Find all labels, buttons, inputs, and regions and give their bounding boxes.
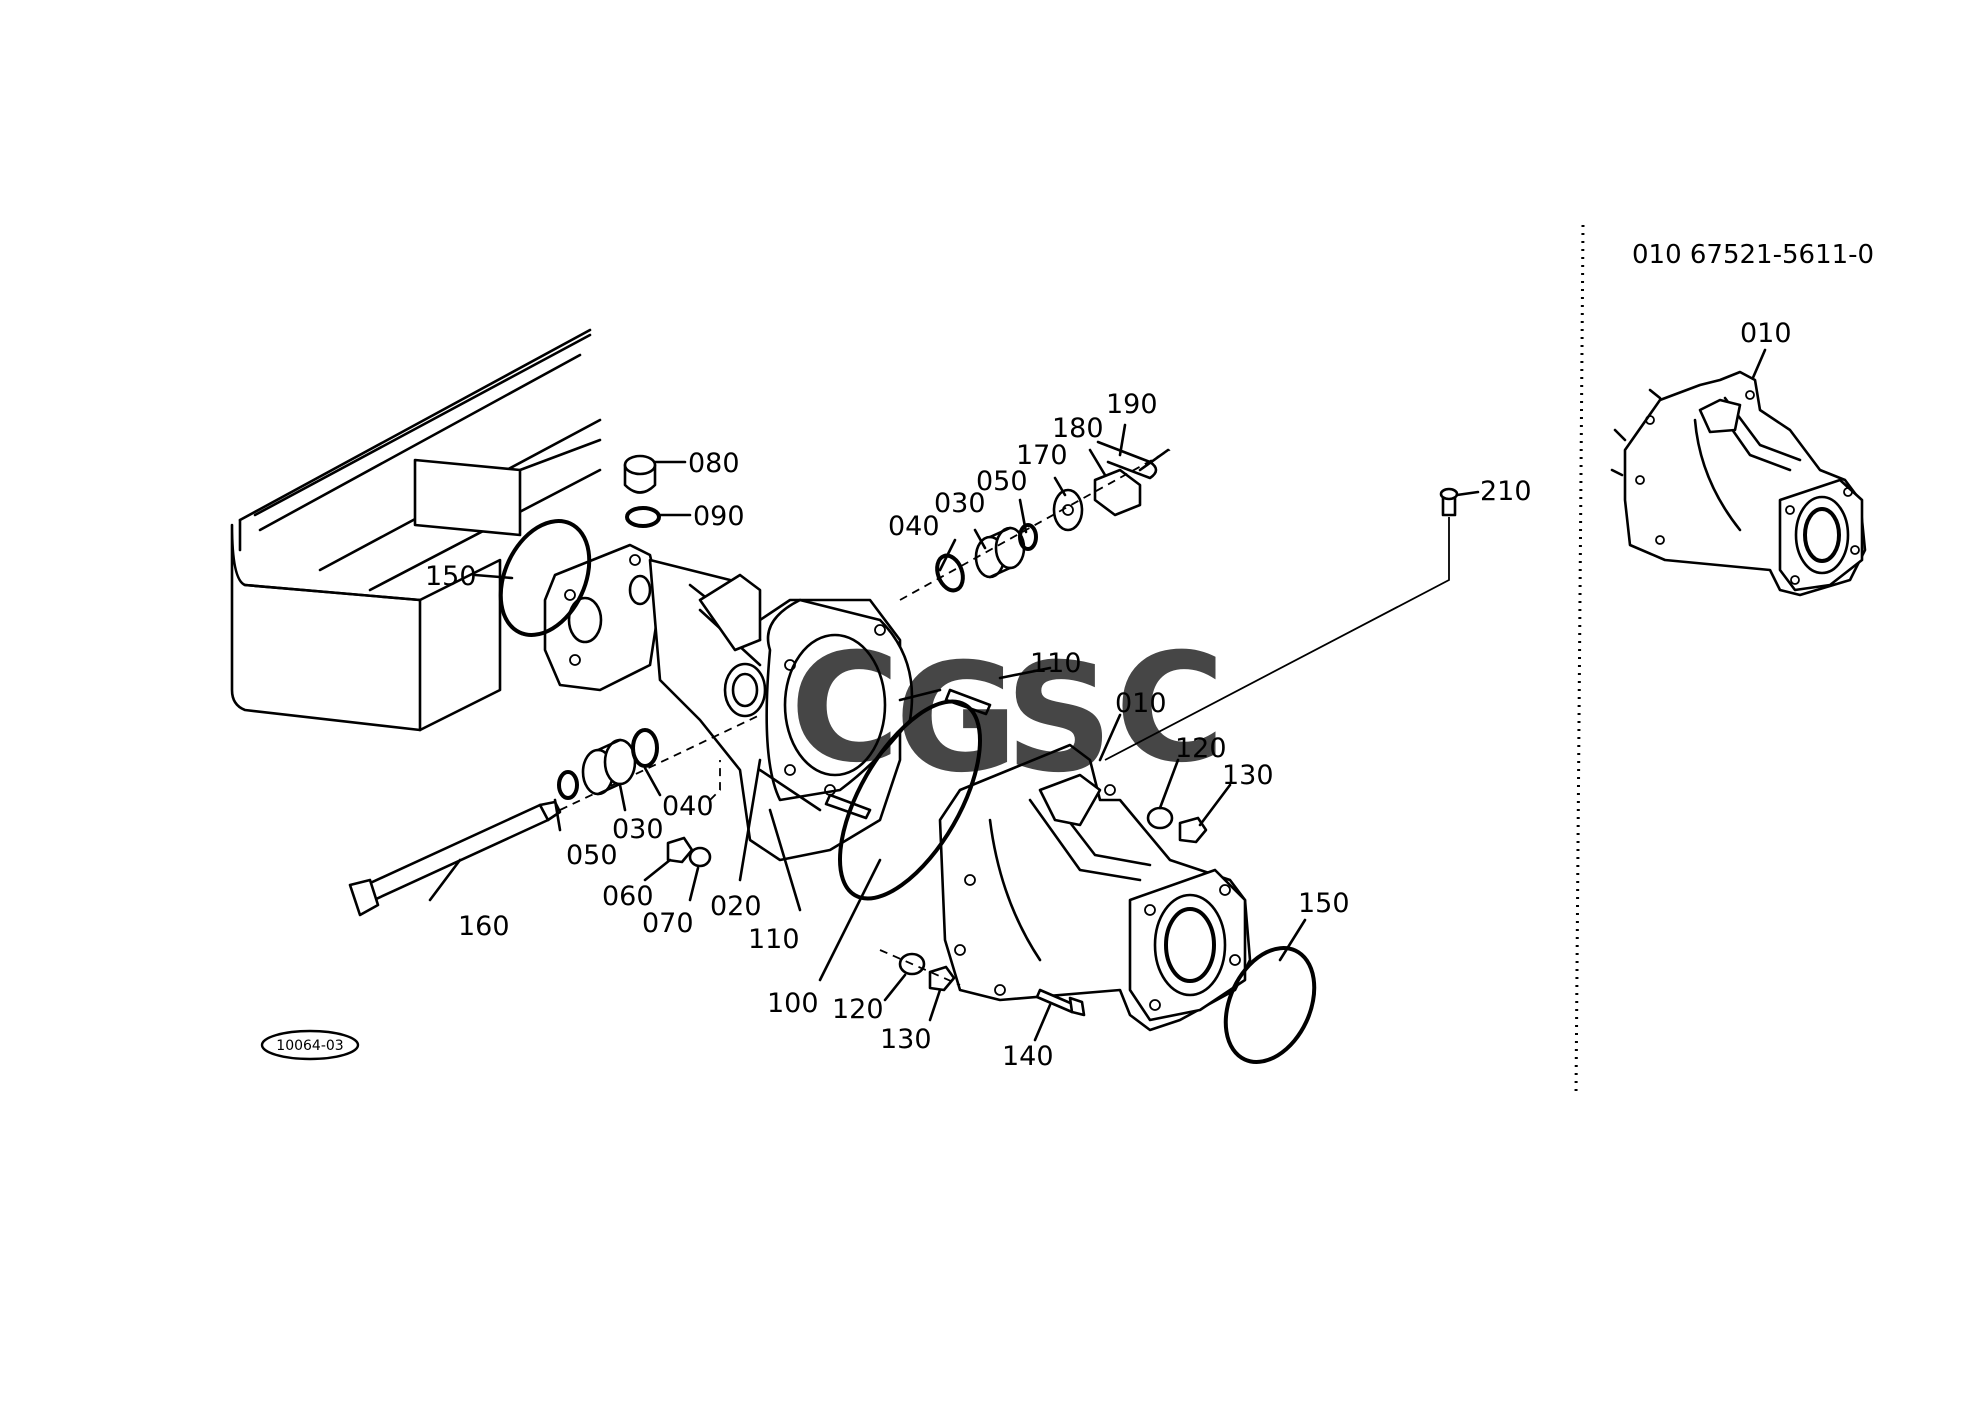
inset-divider bbox=[1574, 224, 1585, 1096]
callout-030-upper: 030 bbox=[934, 488, 986, 519]
watermark-letter-g: G bbox=[895, 632, 1018, 806]
callout-090: 090 bbox=[693, 501, 745, 532]
callout-010: 010 bbox=[1115, 688, 1167, 719]
callout-140: 140 bbox=[1002, 1041, 1054, 1072]
small-parts bbox=[348, 440, 1480, 1064]
callout-100: 100 bbox=[767, 988, 819, 1019]
callout-190: 190 bbox=[1106, 389, 1158, 420]
callout-150-lower: 150 bbox=[1298, 888, 1350, 919]
callout-110-lower: 110 bbox=[748, 924, 800, 955]
callout-labels: 080 090 150 040 030 050 170 180 190 210 … bbox=[425, 389, 1532, 1072]
callout-130-lower: 130 bbox=[880, 1024, 932, 1055]
callout-080: 080 bbox=[688, 448, 740, 479]
leader-lines bbox=[428, 423, 1307, 1042]
callout-050-lower: 050 bbox=[566, 840, 618, 871]
watermark-letter-c2: C bbox=[1115, 622, 1225, 796]
callout-210: 210 bbox=[1480, 476, 1532, 507]
axle-housing-020 bbox=[543, 543, 942, 862]
diagram-code-text: 10064-03 bbox=[276, 1038, 343, 1054]
callout-170: 170 bbox=[1016, 440, 1068, 471]
callout-050-upper: 050 bbox=[976, 466, 1028, 497]
inset-callout-010: 010 bbox=[1740, 318, 1792, 349]
callout-030-lower: 030 bbox=[612, 814, 664, 845]
inset-header: 010 67521-5611-0 bbox=[1632, 240, 1874, 270]
callout-180: 180 bbox=[1052, 413, 1104, 444]
callout-110-upper: 110 bbox=[1030, 648, 1082, 679]
callout-160: 160 bbox=[458, 911, 510, 942]
callout-020: 020 bbox=[710, 891, 762, 922]
callout-040-lower: 040 bbox=[662, 791, 714, 822]
watermark-letter-s: S bbox=[1005, 632, 1113, 806]
right-housing-010 bbox=[938, 743, 1252, 1032]
callout-060: 060 bbox=[602, 881, 654, 912]
watermark-letter-c1: C bbox=[790, 622, 900, 796]
main-frame-drawing bbox=[230, 328, 602, 732]
callout-070: 070 bbox=[642, 908, 694, 939]
callout-040-upper: 040 bbox=[888, 511, 940, 542]
watermark-cgsc: C G S C bbox=[790, 622, 1225, 806]
callout-130-upper: 130 bbox=[1222, 760, 1274, 791]
diagram-code-badge: 10064-03 bbox=[260, 1029, 360, 1061]
callout-150-upper: 150 bbox=[425, 561, 477, 592]
callout-120-lower: 120 bbox=[832, 994, 884, 1025]
inset-part-010: 010 67521-5611-0 010 bbox=[1610, 240, 1874, 597]
callout-120-upper: 120 bbox=[1175, 733, 1227, 764]
